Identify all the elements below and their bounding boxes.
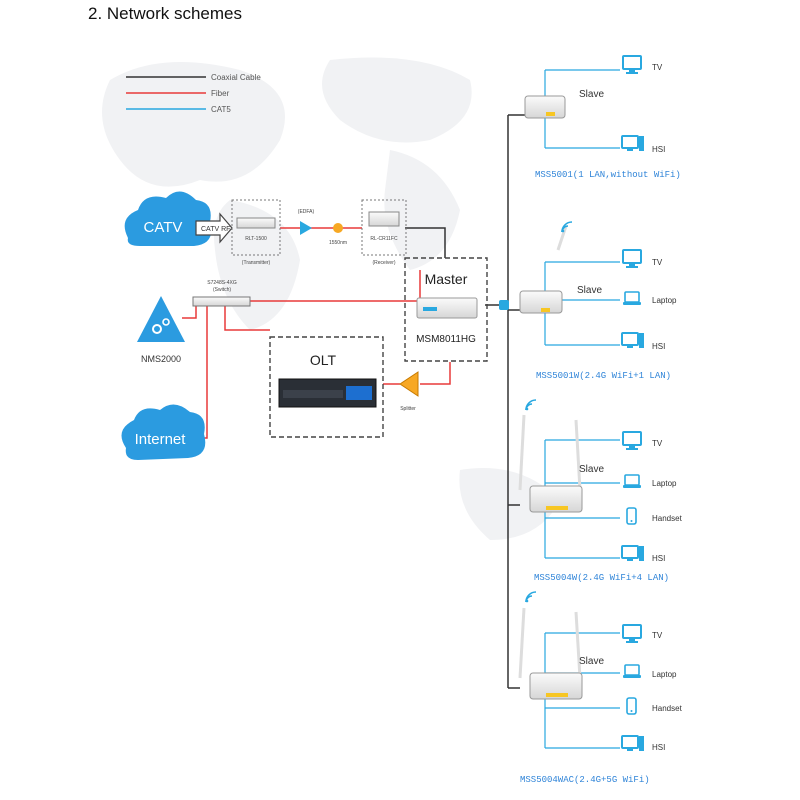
antenna <box>518 414 526 491</box>
slave-device <box>529 672 583 700</box>
device-label: Laptop <box>652 670 677 679</box>
pc-icon <box>621 545 645 562</box>
slave-title: Slave <box>577 285 602 296</box>
nms-server: NMS2000 <box>137 296 185 364</box>
internet-cloud: Internet <box>121 404 206 460</box>
slave-title: Slave <box>579 656 604 667</box>
device-label: HSI <box>652 743 665 752</box>
legend-cat5-label: CAT5 <box>211 105 231 114</box>
laptop-icon <box>622 291 642 306</box>
device-label: HSI <box>652 145 665 154</box>
splitter-label: Splitter <box>400 406 416 412</box>
slave-caption: MSS5001W(2.4G WiFi+1 LAN) <box>536 371 671 381</box>
internet-label: Internet <box>135 431 187 448</box>
receiver-label: (Receiver) <box>372 260 395 266</box>
slave-caption: MSS5004WAC(2.4G+5G WiFi) <box>520 775 650 785</box>
wavelength-marker: 1550nm <box>329 223 347 246</box>
antenna <box>574 419 582 491</box>
receiver-model: RL-CR11FC <box>370 236 398 242</box>
switch-model: S7248S-4XG <box>207 280 237 286</box>
slave-device <box>529 485 583 513</box>
switch: S7248S-4XG (Switch) <box>192 280 251 307</box>
olt: OLT <box>269 336 384 438</box>
slave-2: Slave TV Laptop HSI MSS5001W(2.4G WiFi+1… <box>519 221 677 381</box>
legend-coax-label: Coaxial Cable <box>211 73 261 82</box>
olt-label: OLT <box>310 352 337 368</box>
tv-icon <box>622 249 642 269</box>
legend: Coaxial Cable Fiber CAT5 <box>126 73 261 114</box>
device-label: Laptop <box>652 296 677 305</box>
catv-rf-arrow: CATV RF <box>195 212 233 244</box>
world-map-background <box>102 57 560 540</box>
device-label: Handset <box>652 514 683 523</box>
device-label: TV <box>652 631 663 640</box>
slave-4: Slave TV Laptop Handset HSI MSS5004WAC(2… <box>518 591 683 785</box>
pc-icon <box>621 332 645 349</box>
nms-label: NMS2000 <box>141 354 181 364</box>
handset-icon <box>626 507 637 525</box>
splitter: Splitter <box>399 371 419 412</box>
slave-device <box>524 95 566 119</box>
slave-title: Slave <box>579 464 604 475</box>
slave-title: Slave <box>579 89 604 100</box>
tv-icon <box>622 431 642 451</box>
slave-caption: MSS5001(1 LAN,without WiFi) <box>535 170 681 180</box>
master-device: Master MSM8011HG <box>404 257 488 362</box>
antenna <box>518 607 526 679</box>
fiber-switch-olt-box <box>224 306 270 331</box>
laptop-icon <box>622 474 642 489</box>
device-label: Laptop <box>652 479 677 488</box>
master-label: Master <box>425 271 468 287</box>
pc-icon <box>621 735 645 752</box>
antenna <box>574 611 582 679</box>
device-label: HSI <box>652 554 665 563</box>
slave-3: Slave TV Laptop Handset HSI MSS5004W(2.4… <box>518 399 683 583</box>
coax-receiver-master <box>405 227 446 258</box>
antenna <box>556 225 568 251</box>
slave-1: Slave TV HSI MSS5001(1 LAN,without WiFi) <box>524 55 681 180</box>
slave-caption: MSS5004W(2.4G WiFi+4 LAN) <box>534 573 669 583</box>
pc-icon <box>621 135 645 152</box>
catv-label: CATV <box>144 219 183 236</box>
device-label: TV <box>652 439 663 448</box>
wavelength-label: 1550nm <box>329 240 347 246</box>
catv-rf-label: CATV RF <box>201 226 230 233</box>
receiver: RL-CR11FC (Receiver) <box>361 199 407 266</box>
page-heading: 2. Network schemes <box>88 4 242 23</box>
transmitter-model: RLT-1500 <box>245 236 267 242</box>
wifi-icon <box>524 591 537 604</box>
fiber-nms-switch <box>182 306 197 319</box>
transmitter: RLT-1500 (Transmitter) <box>231 199 281 266</box>
tv-icon <box>622 624 642 644</box>
edfa-label: (EDFA) <box>298 209 315 215</box>
legend-fiber-label: Fiber <box>211 89 230 98</box>
catv-cloud: CATV <box>124 191 212 246</box>
device-label: Handset <box>652 704 683 713</box>
laptop-icon <box>622 664 642 679</box>
wifi-icon <box>524 399 537 412</box>
switch-label: (Switch) <box>213 287 231 293</box>
device-label: HSI <box>652 342 665 351</box>
transmitter-label: (Transmitter) <box>242 260 271 266</box>
cat5-connector <box>499 300 509 310</box>
device-label: TV <box>652 258 663 267</box>
handset-icon <box>626 697 637 715</box>
slave-device <box>519 290 563 314</box>
edfa-amplifier: (EDFA) <box>298 209 315 235</box>
device-label: TV <box>652 63 663 72</box>
tv-icon <box>622 55 642 75</box>
master-model: MSM8011HG <box>416 334 476 345</box>
fiber-splitter-master <box>420 362 451 385</box>
